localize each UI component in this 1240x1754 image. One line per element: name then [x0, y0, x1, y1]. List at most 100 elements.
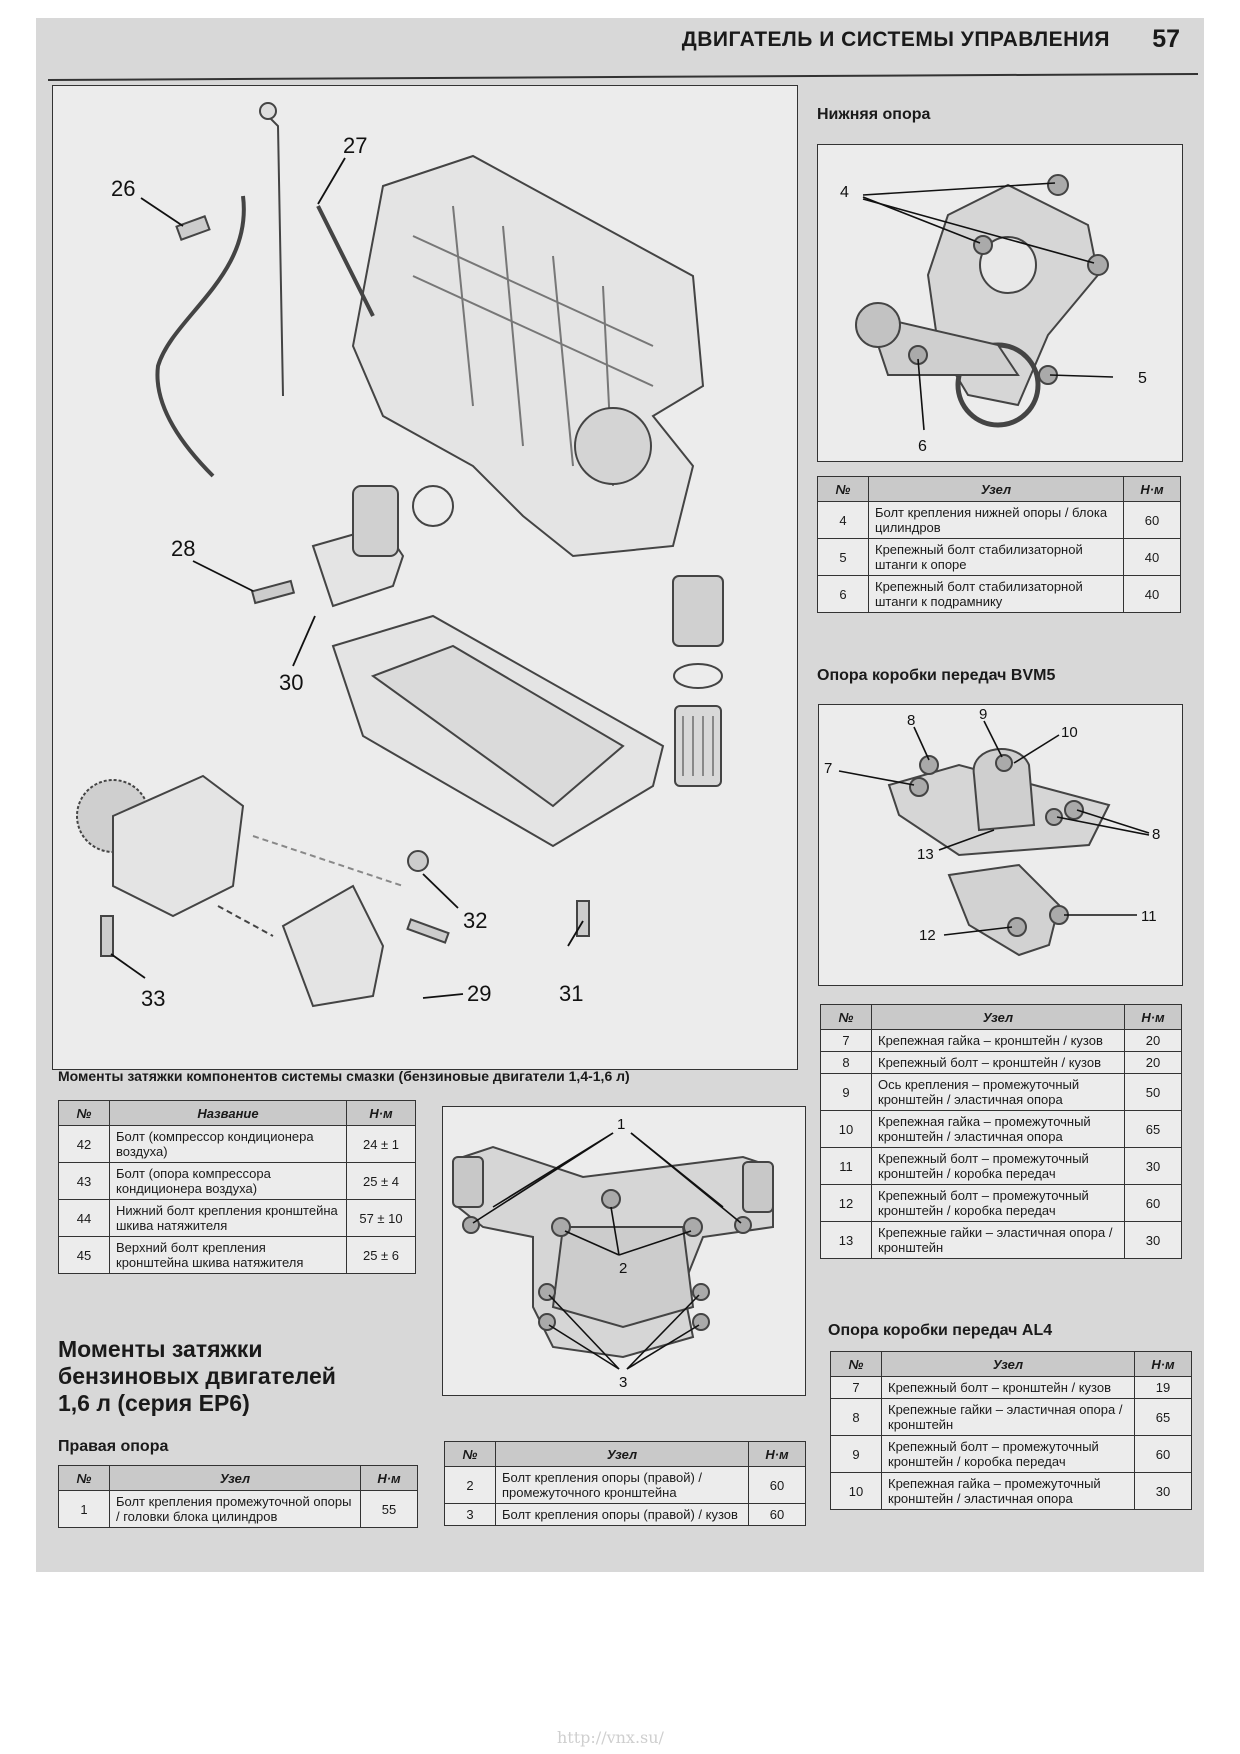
- callout-1: 1: [617, 1116, 625, 1133]
- callout-4: 4: [840, 184, 849, 201]
- row-torque: 25 ± 6: [346, 1236, 416, 1274]
- row-num: 5: [817, 538, 869, 576]
- col-torque: Н·м: [1124, 1004, 1182, 1030]
- col-torque: Н·м: [748, 1441, 806, 1467]
- row-desc: Ось крепления – промежуточный кронштейн …: [871, 1073, 1125, 1111]
- row-torque: 65: [1124, 1110, 1182, 1148]
- col-num: №: [444, 1441, 496, 1467]
- callout-2: 2: [619, 1260, 627, 1277]
- col-torque: Н·м: [1123, 476, 1181, 502]
- lower-mount-svg: 4 5 6: [840, 174, 1147, 455]
- lubrication-caption: Моменты затяжки компонентов системы смаз…: [58, 1068, 630, 1084]
- callout-26: 26: [111, 176, 135, 201]
- row-torque: 20: [1124, 1029, 1182, 1052]
- row-desc: Нижний болт крепления кронштейна шкива н…: [109, 1199, 347, 1237]
- callout-3: 3: [619, 1374, 627, 1391]
- running-header-title: ДВИГАТЕЛЬ И СИСТЕМЫ УПРАВЛЕНИЯ: [681, 28, 1110, 51]
- callout-33: 33: [141, 986, 165, 1011]
- row-num: 43: [58, 1162, 110, 1200]
- row-desc: Болт (опора компрессора кондиционера воз…: [109, 1162, 347, 1200]
- callout-8-right: 8: [1152, 826, 1160, 843]
- row-desc: Болт крепления опоры (правой) / кузов: [495, 1503, 749, 1526]
- row-desc: Крепежный болт стабилизаторной штанги к …: [868, 538, 1124, 576]
- row-num: 7: [820, 1029, 872, 1052]
- row-torque: 24 ± 1: [346, 1125, 416, 1163]
- callout-12: 12: [919, 927, 936, 944]
- row-num: 9: [830, 1435, 882, 1473]
- row-num: 13: [820, 1221, 872, 1259]
- row-torque: 60: [1124, 1184, 1182, 1222]
- callout-9: 9: [979, 706, 987, 723]
- row-desc: Болт крепления нижней опоры / блока цили…: [868, 501, 1124, 539]
- row-desc: Крепежная гайка – промежуточный кронштей…: [871, 1110, 1125, 1148]
- al4-title: Опора коробки передач AL4: [828, 1322, 1053, 1339]
- row-torque: 65: [1134, 1398, 1192, 1436]
- col-num: №: [820, 1004, 872, 1030]
- row-num: 12: [820, 1184, 872, 1222]
- right-mount-title: Правая опора: [58, 1438, 169, 1455]
- col-num: №: [58, 1465, 110, 1491]
- row-num: 44: [58, 1199, 110, 1237]
- engine-exploded-svg: 26 27 28 30 32 29 31 33: [76, 102, 724, 1011]
- col-node: Узел: [871, 1004, 1125, 1030]
- callout-28: 28: [171, 536, 195, 561]
- row-torque: 25 ± 4: [346, 1162, 416, 1200]
- row-num: 11: [820, 1147, 872, 1185]
- ep6-heading-line1: Моменты затяжки: [58, 1336, 263, 1362]
- row-num: 45: [58, 1236, 110, 1274]
- engine-exploded-diagram: 26 27 28 30 32 29 31 33: [52, 85, 798, 1070]
- row-torque: 60: [1134, 1435, 1192, 1473]
- row-torque: 30: [1124, 1147, 1182, 1185]
- col-node: Узел: [881, 1351, 1135, 1377]
- row-torque: 50: [1124, 1073, 1182, 1111]
- right-mount-svg: 1 2 3: [452, 1116, 774, 1391]
- bvm5-diagram: 8 9 10 7 8 13 11 12: [818, 704, 1183, 986]
- row-desc: Крепежная гайка – промежуточный кронштей…: [881, 1472, 1135, 1510]
- row-num: 1: [58, 1490, 110, 1528]
- col-num: №: [58, 1100, 110, 1126]
- callout-11: 11: [1141, 908, 1157, 925]
- row-num: 2: [444, 1466, 496, 1504]
- col-torque: Н·м: [1134, 1351, 1192, 1377]
- row-torque: 57 ± 10: [346, 1199, 416, 1237]
- callout-5: 5: [1138, 370, 1147, 387]
- row-num: 42: [58, 1125, 110, 1163]
- bvm5-title: Опора коробки передач BVM5: [817, 667, 1056, 684]
- bvm5-svg: 8 9 10 7 8 13 11 12: [824, 706, 1160, 957]
- row-desc: Крепежные гайки – эластичная опора / кро…: [881, 1398, 1135, 1436]
- row-torque: 55: [360, 1490, 418, 1528]
- watermark-url: http://vnx.su/: [557, 1728, 664, 1747]
- right-mount-diagram: 1 2 3: [442, 1106, 806, 1396]
- row-desc: Крепежный болт – кронштейн / кузов: [881, 1376, 1135, 1399]
- callout-30: 30: [279, 670, 303, 695]
- row-num: 8: [820, 1051, 872, 1074]
- callout-27: 27: [343, 133, 367, 158]
- page-number: 57: [1152, 25, 1180, 53]
- callout-13: 13: [917, 846, 934, 863]
- row-torque: 30: [1134, 1472, 1192, 1510]
- row-desc: Болт крепления опоры (правой) / промежут…: [495, 1466, 749, 1504]
- col-node: Узел: [109, 1465, 361, 1491]
- col-num: №: [817, 476, 869, 502]
